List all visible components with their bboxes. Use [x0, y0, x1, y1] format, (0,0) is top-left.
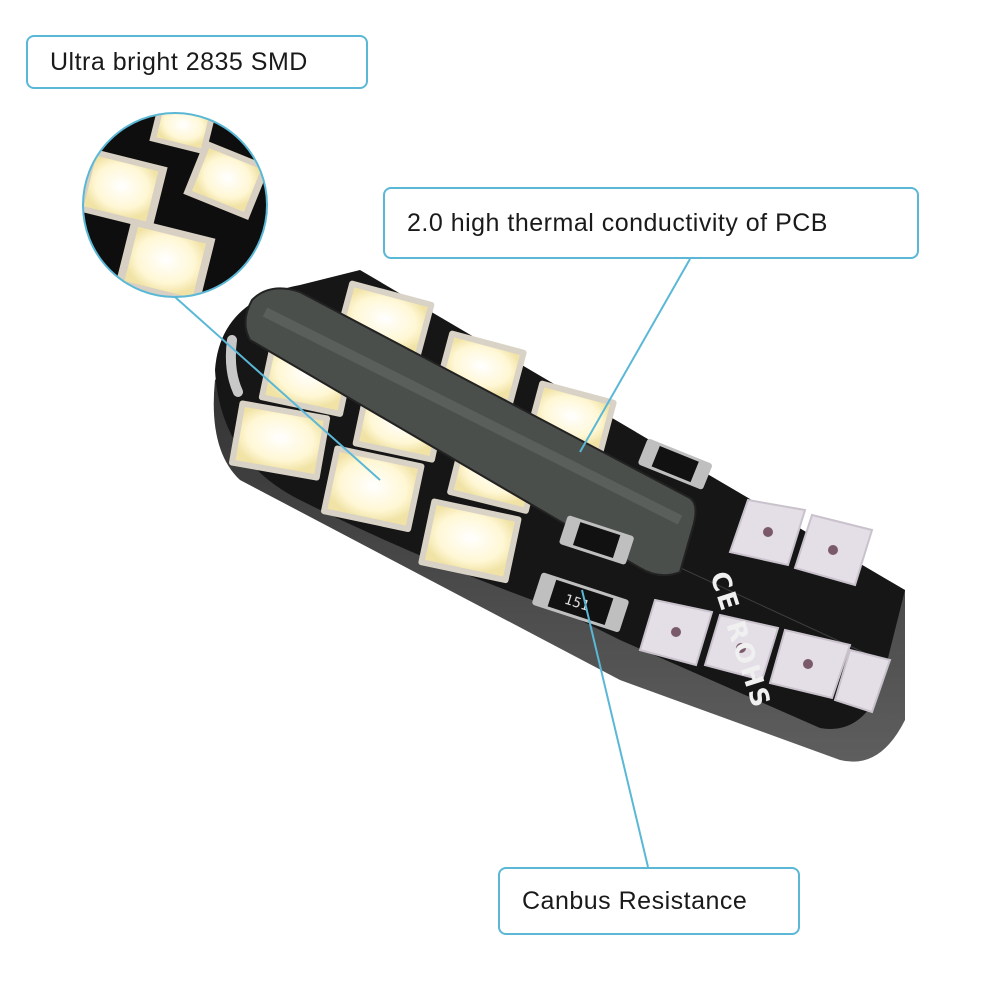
callout-pcb: 2.0 high thermal conductivity of PCB [383, 187, 919, 259]
callout-smd-label: Ultra bright 2835 SMD [50, 47, 308, 76]
callout-canbus-label: Canbus Resistance [522, 886, 748, 915]
leader-lines [174, 258, 691, 868]
pad-holes [671, 527, 838, 669]
callout-pcb-label: 2.0 high thermal conductivity of PCB [407, 208, 828, 237]
canbus-resistors: 151 [532, 438, 712, 632]
callout-smd: Ultra bright 2835 SMD [26, 35, 368, 89]
wire-lead [225, 335, 243, 397]
callout-canbus: Canbus Resistance [498, 867, 800, 935]
zoom-magnifier [82, 112, 268, 298]
